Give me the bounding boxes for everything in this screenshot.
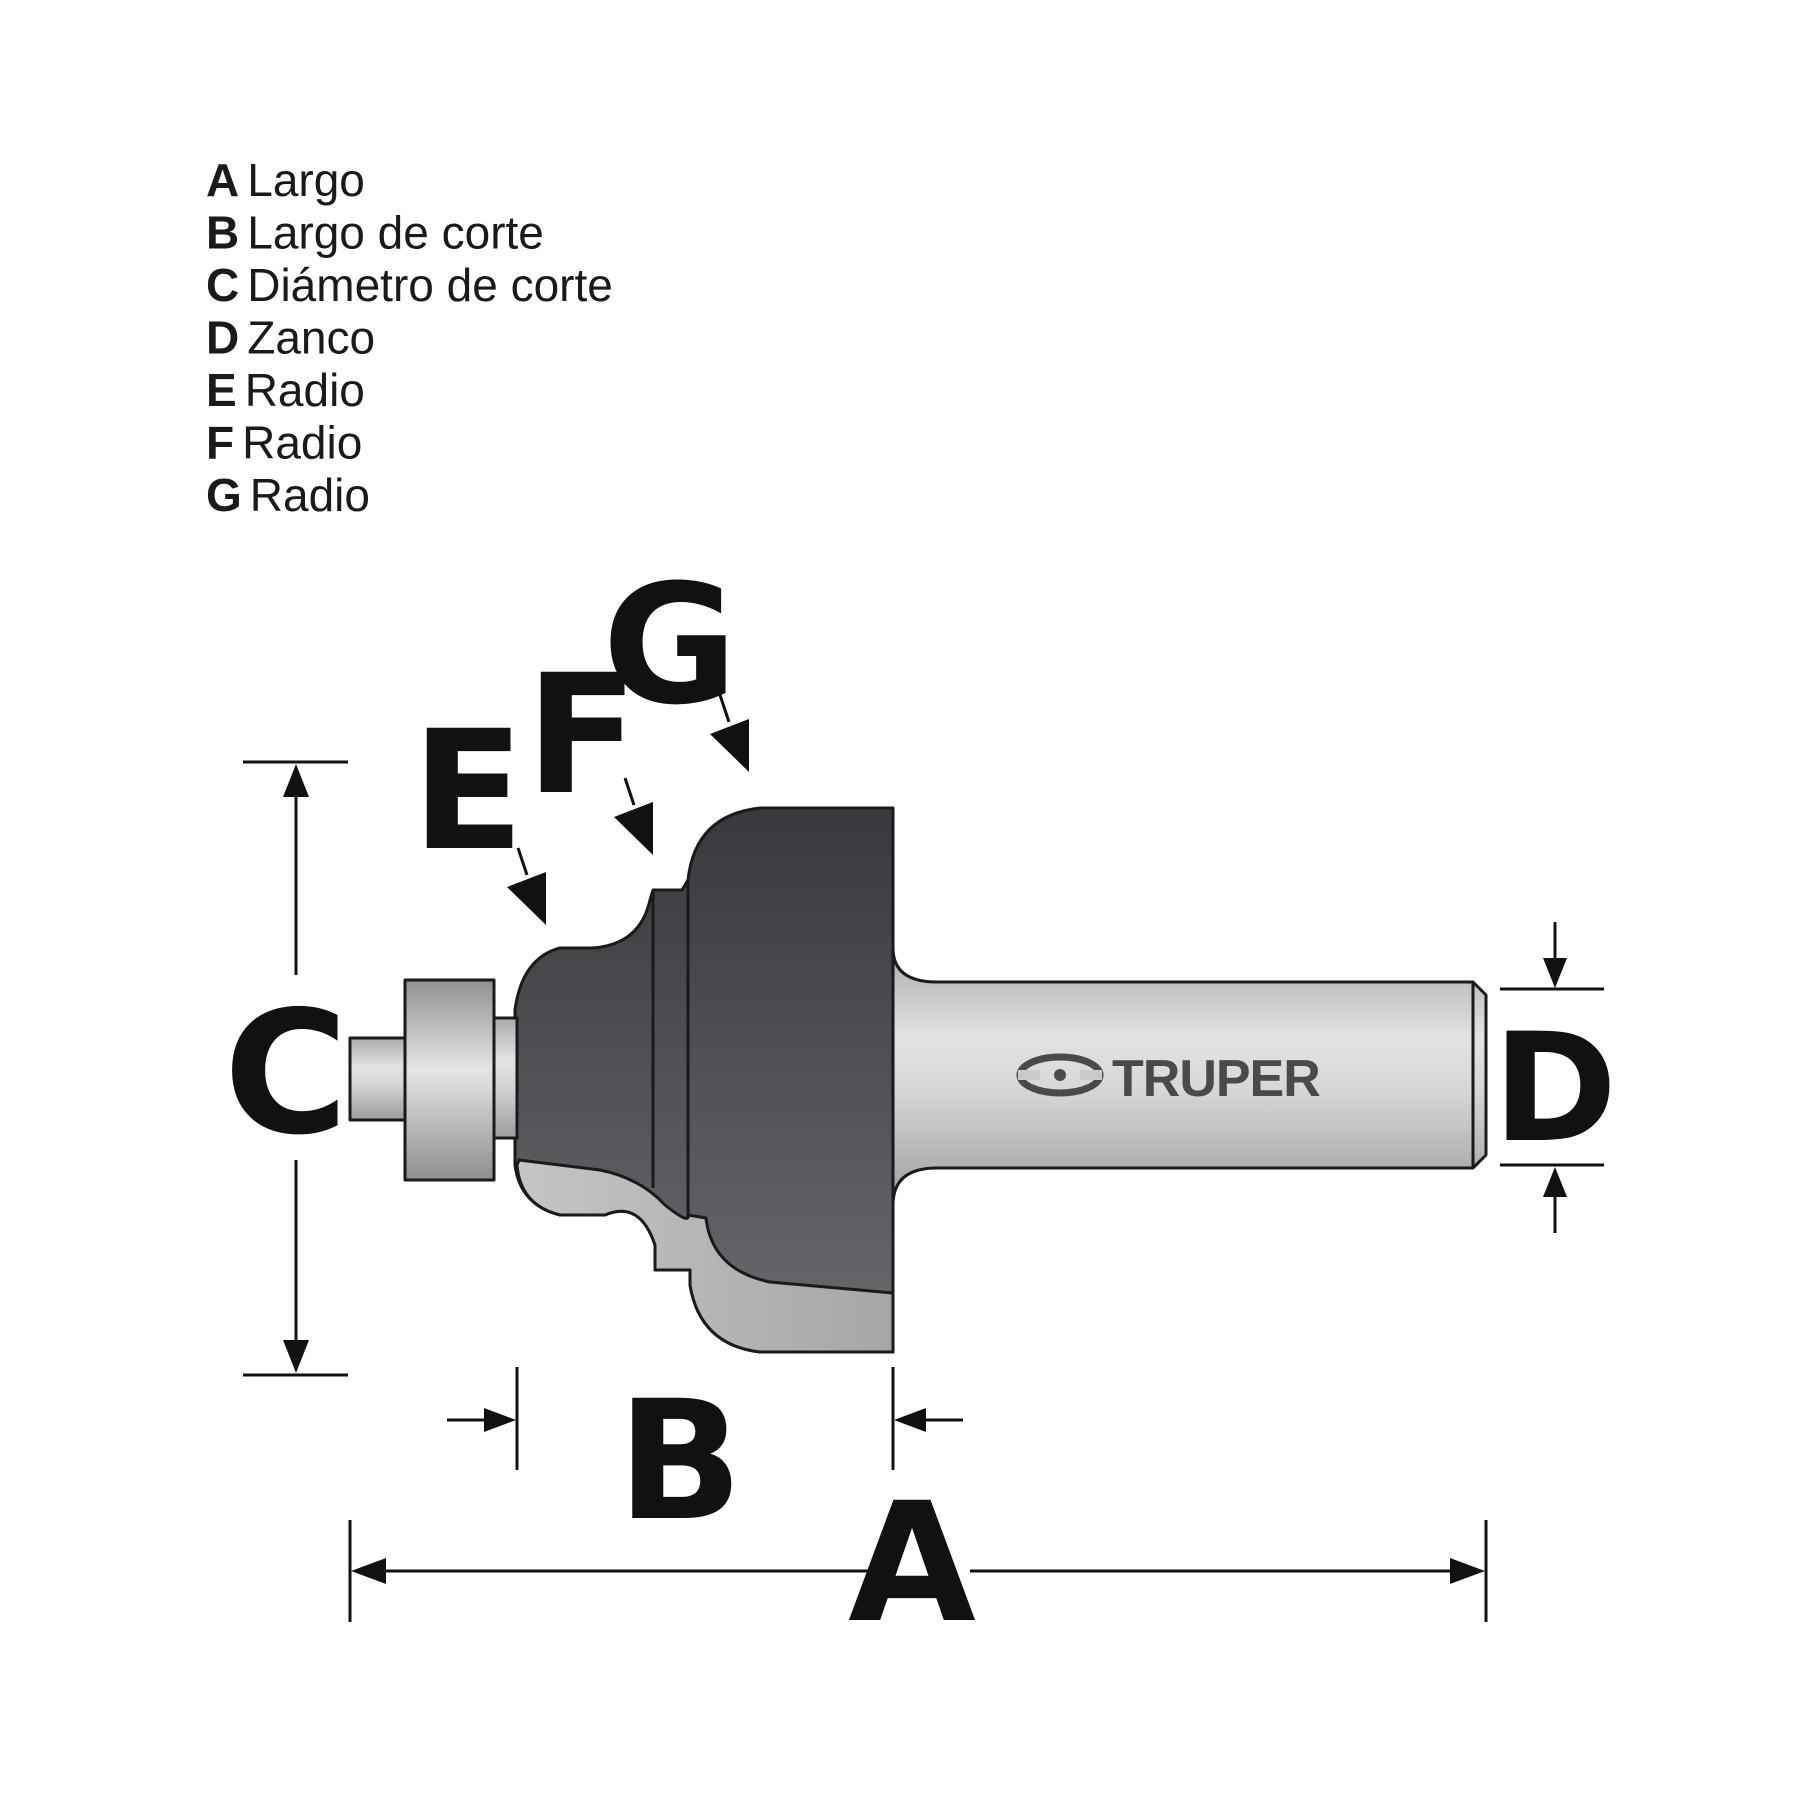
arrow-a-right bbox=[1450, 1558, 1485, 1584]
callout-f-label: F bbox=[526, 639, 639, 831]
legend-letter: F bbox=[206, 417, 234, 469]
dimension-d-label: D bbox=[1493, 1002, 1618, 1176]
legend-label: Largo de corte bbox=[247, 207, 544, 259]
legend-letter: C bbox=[206, 259, 239, 311]
legend-label: Radio bbox=[242, 417, 362, 469]
dimension-b: B bbox=[447, 1365, 963, 1557]
cutter-face-light bbox=[515, 1158, 895, 1354]
arrow-b-right bbox=[894, 1408, 926, 1432]
callout-g-label: G bbox=[602, 549, 737, 741]
dimension-b-label: B bbox=[617, 1365, 743, 1557]
pilot-spacer bbox=[492, 1016, 519, 1140]
arrow-e bbox=[507, 872, 546, 925]
dimension-d: D bbox=[1493, 922, 1618, 1233]
callout-g: G bbox=[602, 549, 749, 772]
callout-e: E bbox=[412, 695, 546, 925]
legend-letter: D bbox=[206, 312, 239, 364]
bearing bbox=[348, 978, 519, 1182]
arrow-a-left bbox=[351, 1558, 386, 1584]
legend-letter: A bbox=[206, 154, 239, 206]
pilot-pin bbox=[348, 1036, 407, 1122]
legend-label: Radio bbox=[250, 469, 370, 521]
cutter-body bbox=[513, 806, 895, 1354]
legend-label: Diámetro de corte bbox=[247, 259, 613, 311]
arrow-d-top bbox=[1543, 958, 1567, 988]
dimension-c: C bbox=[224, 760, 349, 1377]
shank-body bbox=[891, 946, 1488, 1207]
arrow-c-bottom bbox=[283, 1340, 309, 1373]
callout-e-label: E bbox=[412, 695, 525, 887]
arrow-f bbox=[614, 802, 653, 855]
legend-letter: B bbox=[206, 207, 239, 259]
dimension-c-label: C bbox=[224, 975, 349, 1173]
arrow-g bbox=[710, 719, 749, 772]
legend-letter: E bbox=[206, 364, 237, 416]
legend-label: Radio bbox=[245, 364, 365, 416]
brand-name: TRUPER bbox=[1112, 1050, 1320, 1108]
shank: TRUPER bbox=[891, 946, 1488, 1207]
legend-label: Zanco bbox=[247, 312, 375, 364]
legend-label: Largo bbox=[247, 154, 365, 206]
callout-f: F bbox=[526, 639, 653, 855]
legend-letter: G bbox=[206, 469, 242, 521]
arrow-b-left bbox=[484, 1408, 516, 1432]
dimension-a: A bbox=[348, 1467, 1488, 1659]
bearing-ring bbox=[403, 978, 496, 1182]
arrow-d-bottom bbox=[1543, 1167, 1567, 1197]
dimension-a-label: A bbox=[848, 1467, 976, 1659]
arrow-c-top bbox=[283, 764, 309, 797]
truper-logo-icon bbox=[1016, 1053, 1104, 1097]
